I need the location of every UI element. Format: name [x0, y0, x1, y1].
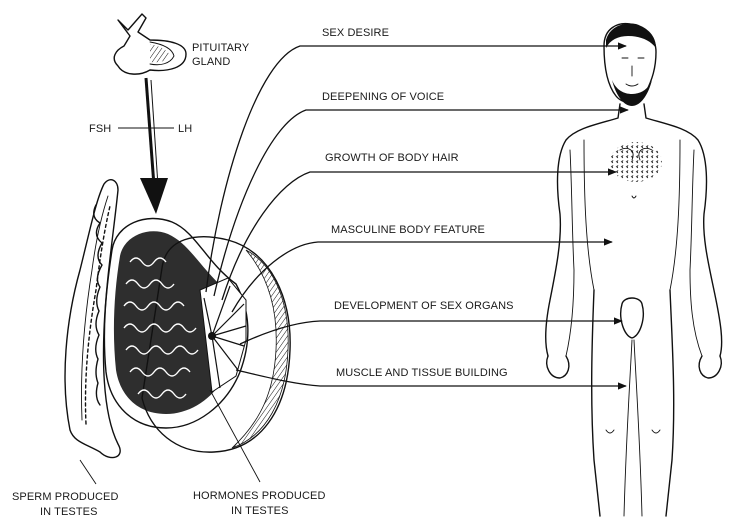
- pituitary-gland: [114, 14, 186, 74]
- arrow-voice: [214, 110, 628, 296]
- pituitary-label: PITUITARY GLAND: [192, 42, 252, 68]
- male-body-figure: [546, 24, 722, 516]
- effect-label-body-feature: MASCULINE BODY FEATURE: [331, 224, 485, 236]
- effect-label-sex-organs: DEVELOPMENT OF SEX ORGANS: [334, 300, 514, 312]
- effect-labels: SEX DESIRE DEEPENING OF VOICE GROWTH OF …: [322, 27, 514, 379]
- hormones-label: HORMONES PRODUCED IN TESTES: [193, 490, 329, 517]
- effect-label-body-hair: GROWTH OF BODY HAIR: [325, 152, 459, 164]
- arrow-sex-organs: [240, 321, 622, 344]
- hormone-down-arrow: [118, 78, 174, 214]
- fsh-label: FSH: [89, 123, 111, 135]
- effect-label-muscle: MUSCLE AND TISSUE BUILDING: [336, 367, 508, 379]
- testis-illustration: [65, 180, 290, 458]
- effect-label-voice: DEEPENING OF VOICE: [322, 91, 444, 103]
- lh-label: LH: [178, 123, 192, 135]
- effect-label-sex-desire: SEX DESIRE: [322, 27, 389, 39]
- sperm-label: SPERM PRODUCED IN TESTES: [12, 491, 122, 518]
- arrow-body-hair: [222, 172, 616, 300]
- arrow-sex-desire: [206, 46, 626, 292]
